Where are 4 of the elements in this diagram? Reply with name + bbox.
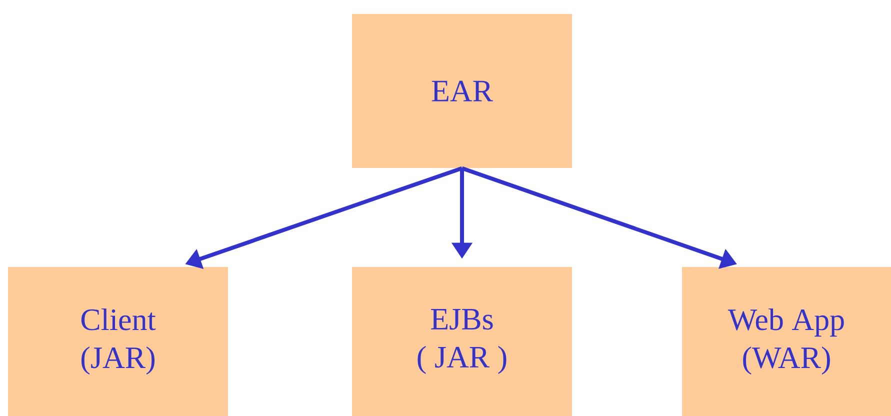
component-box: Client (JAR) [8,267,228,416]
component-box: Web App (WAR) [682,267,891,416]
component-box: EJBs ( JAR ) [352,267,572,416]
component-box: EAR [352,14,572,168]
